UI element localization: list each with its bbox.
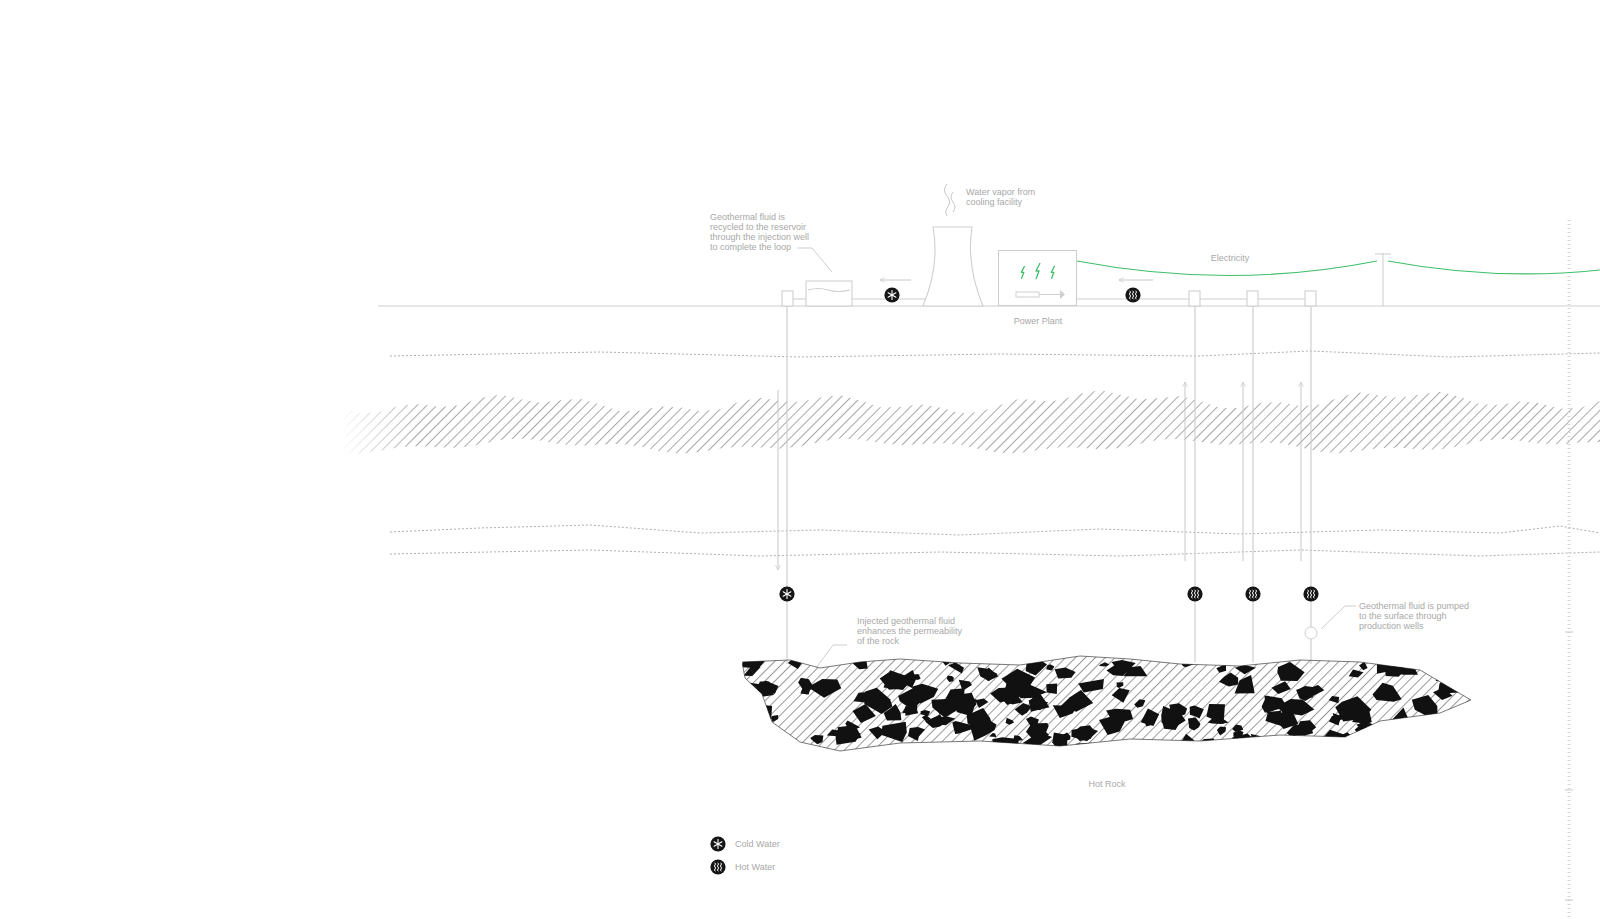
callout-note: Electricity [1209,253,1252,263]
legend-text: Cold Water [735,839,780,849]
rock-shape [742,650,1472,773]
legend-text: Hot Water [735,862,775,872]
node-label: Hot Rock [742,779,1472,789]
hot-rock-region: Hot Rock [742,650,1472,789]
power-plant-box: Power Plant [998,250,1078,326]
plant-shape [998,250,1078,307]
callout-note: Geothermal fluid is recycled to the rese… [710,212,814,252]
callout-note: Water vapor from cooling facility [966,187,1044,207]
callout-note: Geothermal fluid is pumped to the surfac… [1359,601,1471,631]
node-label: Power Plant [998,316,1078,326]
callout-note: Injected geothermal fluid enhances the p… [857,616,963,646]
